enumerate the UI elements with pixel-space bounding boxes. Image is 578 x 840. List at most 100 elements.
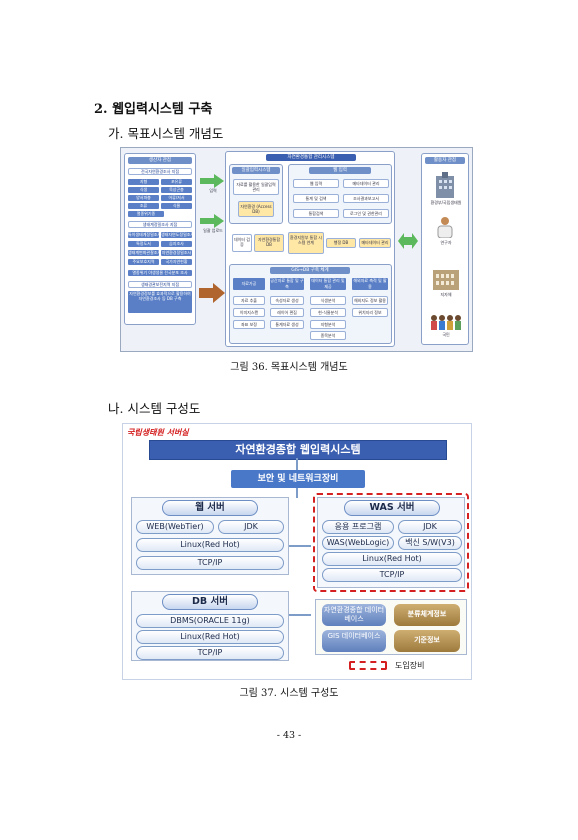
integrated-system-panel: 자연환경통합 관리시스템 일괄입력시스템 자료를 활용한 일괄입력 관리 자연환… xyxy=(225,151,395,347)
gis-item: 현-식물분석 xyxy=(310,308,346,317)
left-item: 주요보호지역 xyxy=(128,259,159,265)
left-item: 식물 xyxy=(161,203,192,209)
figure-36-caption: 그림 36. 목표시스템 개념도 xyxy=(230,362,348,373)
system-title-bar: 자연환경종합 웹입력시스템 xyxy=(149,440,447,460)
connector-line xyxy=(289,545,311,547)
gis-item: 위치지리 정보 xyxy=(352,308,388,317)
city-hall-icon xyxy=(432,266,460,290)
consumer-item: 연구자 xyxy=(440,240,452,245)
target-system-diagram: 생산자 관점 전국자연환경조사 지점 지형 포유류 식생 육상곤충 양서파충 어… xyxy=(120,147,473,352)
web-server-box: 웹 서버 WEB(WebTier) JDK Linux(Red Hot) TCP… xyxy=(131,497,289,575)
web-input-title: 웹 입력 xyxy=(309,167,371,174)
gis-item: 레이어 편집 xyxy=(270,308,304,317)
db-server-box: DB 서버 DBMS(ORACLE 11g) Linux(Red Hot) TC… xyxy=(131,591,289,661)
figure-37-caption: 그림 37. 시스템 구성도 xyxy=(239,688,339,699)
flow-label-input: 입력 xyxy=(209,188,217,193)
gis-group: 해외자료 축적 및 활용 xyxy=(352,278,388,290)
left-item: 식생 xyxy=(128,187,159,193)
left-note: 자연환경정보를 효과적으로 활용하여 자연환경조사 등 DB 구축 xyxy=(128,291,192,313)
gis-item: 통계자료 생성 xyxy=(270,320,304,329)
web-item: 통합검색 xyxy=(293,209,339,218)
left-item: 어류/저서 xyxy=(161,195,192,201)
database-group: 자연환경종합 데이터베이스 분류체계정보 GIS 데이터베이스 기준정보 xyxy=(315,599,467,655)
legend-swatch xyxy=(349,661,387,670)
admin-db-item: 행정 DB xyxy=(326,238,356,248)
legend-label: 도입장비 xyxy=(395,661,425,670)
web-server-title: 웹 서버 xyxy=(162,500,258,516)
gis-item: 좌표 보정 xyxy=(233,320,265,329)
jdk-item: JDK xyxy=(398,520,462,534)
batch-input-title: 일괄입력시스템 xyxy=(232,167,280,174)
consumer-item: 환경부/국립생태원 xyxy=(430,200,462,205)
connector-line xyxy=(296,458,298,470)
batch-input-item: 자료를 활용한 일괄입력 관리 xyxy=(233,179,279,195)
gis-group: 공간자료 통합 및 구축 xyxy=(270,278,304,290)
section-heading: 2. 웹입력시스템 구축 xyxy=(94,102,213,117)
integrated-db-item: 자연환경통합 DB xyxy=(254,234,284,252)
left-item: 조류 xyxy=(128,203,159,209)
linux-item: Linux(Red Hot) xyxy=(136,630,284,644)
weblogic-item: WAS(WebLogic) xyxy=(322,536,394,550)
linux-item: Linux(Red Hot) xyxy=(136,538,284,552)
web-item: 메타데이터 관리 xyxy=(343,179,389,188)
researcher-icon xyxy=(435,216,455,239)
left-item: 특정도서 xyxy=(128,241,159,247)
consumer-panel-title: 활용자 관점 xyxy=(425,157,465,164)
metadata-item: 메타데이터 관리 xyxy=(359,238,391,248)
left-item: 특이생태계정밀조사 xyxy=(128,232,159,238)
gis-item: 속성자료 생성 xyxy=(270,296,304,305)
tcpip-item: TCP/IP xyxy=(136,556,284,570)
arrow-right-icon xyxy=(200,173,224,188)
subsection-heading-target: 가. 목표시스템 개념도 xyxy=(108,126,224,141)
batch-input-box: 일괄입력시스템 자료를 활용한 일괄입력 관리 자연환경 (Access DB) xyxy=(229,164,283,224)
server-room-label: 국립생태원 서버실 xyxy=(127,428,189,437)
eco-reserve-label: 생태경관보전지역 지점 xyxy=(128,281,192,288)
page-number: - 43 - xyxy=(276,730,302,741)
consumer-item: 국민 xyxy=(442,332,450,337)
left-item: 생태자연도정밀조사 xyxy=(161,232,192,238)
nature-db-cylinder: 자연환경종합 데이터베이스 xyxy=(322,604,386,626)
jdk-item: JDK xyxy=(218,520,284,534)
building-icon xyxy=(434,172,456,198)
subsection-heading-config: 나. 시스템 구성도 xyxy=(108,401,201,416)
web-item: 통계 및 검색 xyxy=(293,194,339,203)
integrated-system-title: 자연환경통합 관리시스템 xyxy=(266,154,356,161)
data-validation-item: 데이터 검증 xyxy=(232,234,252,252)
left-item: 육상곤충 xyxy=(161,187,192,193)
application-item: 응용 프로그램 xyxy=(322,520,394,534)
left-item: 양서파충 xyxy=(128,195,159,201)
reference-db-cylinder: 기준정보 xyxy=(394,630,460,652)
left-item: 국가자연현황 xyxy=(161,259,192,265)
consumer-panel: 활용자 관점 환경부/국립생태원 연구자 지자체 국민 xyxy=(421,153,469,345)
left-item: 멸종위기 야생생물 전국분포 조사 xyxy=(128,270,192,276)
web-item: 조사결과보고서 xyxy=(343,194,389,203)
access-db-item: 자연환경 (Access DB) xyxy=(238,201,274,217)
detailed-survey-label: 생태계정밀조사 지점 xyxy=(128,221,192,228)
web-input-box: 웹 입력 웹 입력 메타데이터 관리 통계 및 검색 조사결과보고서 통합검색 … xyxy=(288,164,392,224)
gis-box: GIS→DB 구축 체계 자료가공 공간자료 통합 및 구축 데이터 통합 관리… xyxy=(229,264,392,344)
gis-item: 종목분석 xyxy=(310,331,346,340)
left-item: 멸종위기종 xyxy=(128,211,164,217)
double-arrow-icon xyxy=(398,233,418,249)
connector-line xyxy=(289,614,311,616)
gis-item: 해외지도 정보 활용 xyxy=(352,296,388,305)
db-server-title: DB 서버 xyxy=(162,594,258,610)
classification-db-cylinder: 분류체계정보 xyxy=(394,604,460,626)
people-icon xyxy=(430,314,462,330)
left-item: 생태계변화관찰조사 xyxy=(128,250,159,256)
was-server-box: WAS 서버 응용 프로그램 JDK WAS(WebLogic) 백신 S/W(… xyxy=(317,497,465,588)
left-item: 자연환경정밀조사 xyxy=(161,250,192,256)
was-introduced-outline xyxy=(313,493,469,592)
gis-group: 자료가공 xyxy=(233,278,265,290)
gis-title: GIS→DB 구축 체계 xyxy=(270,267,350,274)
gis-group: 데이터 통합 관리 및 제공 xyxy=(310,278,346,290)
gis-item: 이미지스캔 xyxy=(233,308,265,317)
nationwide-survey-label: 전국자연환경조사 지점 xyxy=(128,168,192,175)
gis-item: 식생분석 xyxy=(310,296,346,305)
gis-item: 지형분석 xyxy=(310,320,346,329)
left-item: 습지조사 xyxy=(161,241,192,247)
left-item: 지형 xyxy=(128,179,159,185)
tcpip-item: TCP/IP xyxy=(322,568,462,582)
arrow-right-icon xyxy=(199,283,225,303)
web-item: 로그인 및 권한관리 xyxy=(343,209,389,218)
